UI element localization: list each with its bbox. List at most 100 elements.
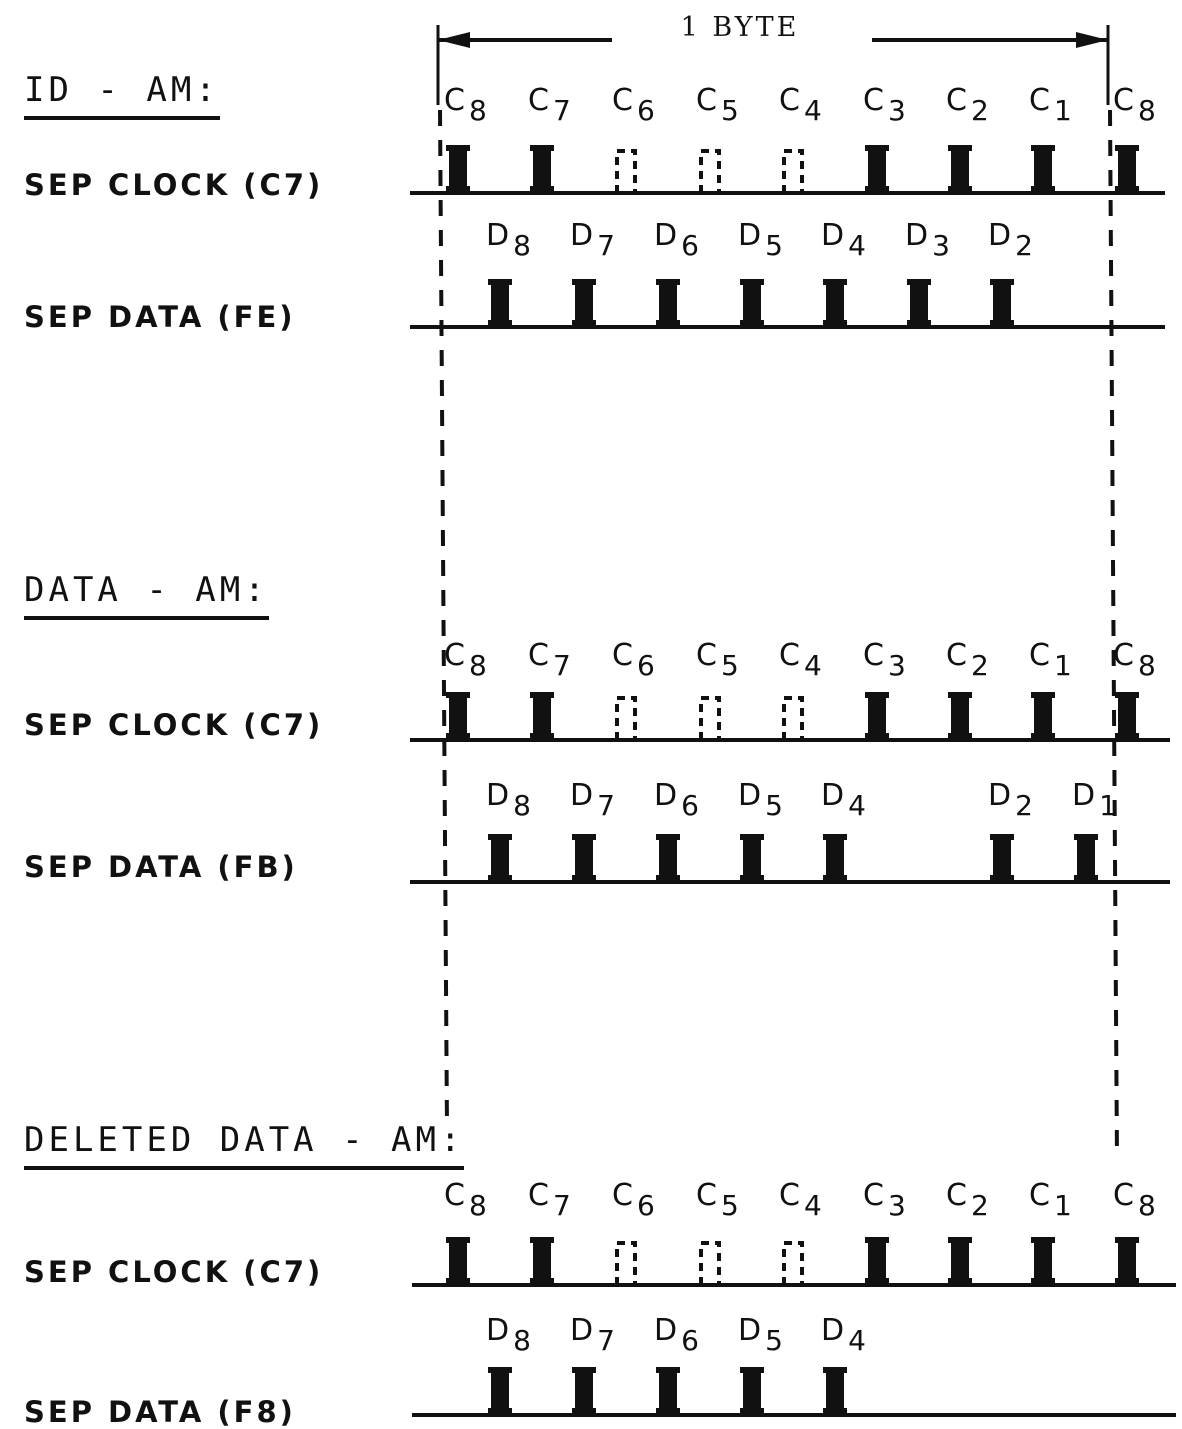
data-pulse (488, 834, 512, 882)
data-pulse (572, 1367, 596, 1415)
data-pulse (823, 1367, 847, 1415)
clock-pulse (446, 1237, 470, 1285)
clock-pulse (530, 145, 554, 193)
data-pulse (656, 1367, 680, 1415)
clock-pulse (530, 692, 554, 740)
data-pulse (572, 279, 596, 327)
data-pulse (488, 1367, 512, 1415)
clock-pulse (1031, 692, 1055, 740)
clock-pulse (865, 145, 889, 193)
clock-pulse (530, 1237, 554, 1285)
missing-clock-pulse (782, 149, 804, 193)
clock-pulse (948, 1237, 972, 1285)
data-pulse (1074, 834, 1098, 882)
clock-pulse (865, 692, 889, 740)
data-pulse (907, 279, 931, 327)
byte-label: 1 BYTE (680, 12, 800, 43)
id-am-data-label: SEP DATA (FE) (24, 300, 296, 334)
clock-pulse (1115, 145, 1139, 193)
clock-pulse (948, 145, 972, 193)
data-pulse (823, 834, 847, 882)
missing-clock-pulse (699, 149, 721, 193)
missing-clock-pulse (782, 696, 804, 740)
clock-pulse (1115, 1237, 1139, 1285)
data-pulse (823, 279, 847, 327)
data-pulse (990, 834, 1014, 882)
missing-clock-pulse (782, 1241, 804, 1285)
clock-pulse (1115, 692, 1139, 740)
byte-boundary-left (438, 109, 449, 1131)
deleted-am-data-label: SEP DATA (F8) (24, 1395, 296, 1429)
data-am-data-label: SEP DATA (FB) (24, 850, 298, 884)
clock-pulse (446, 145, 470, 193)
data-pulse (656, 279, 680, 327)
missing-clock-pulse (615, 149, 637, 193)
section-title-data-am: DATA - AM: (24, 570, 269, 620)
clock-pulse (446, 692, 470, 740)
deleted-am-clock-label: SEP CLOCK (C7) (24, 1255, 324, 1289)
data-pulse (572, 834, 596, 882)
missing-clock-pulse (615, 696, 637, 740)
data-pulse (740, 834, 764, 882)
section-title-id-am: ID - AM: (24, 70, 220, 120)
missing-clock-pulse (699, 1241, 721, 1285)
data-pulse (740, 279, 764, 327)
clock-pulse (1031, 145, 1055, 193)
byte-span-arrow (436, 25, 1110, 105)
clock-pulse (1031, 1237, 1055, 1285)
id-am-clock-label: SEP CLOCK (C7) (24, 168, 324, 202)
clock-pulse (865, 1237, 889, 1285)
clock-pulse (948, 692, 972, 740)
data-pulse (656, 834, 680, 882)
byte-boundary-right (1108, 109, 1119, 1161)
data-pulse (488, 279, 512, 327)
section-title-deleted-data-am: DELETED DATA - AM: (24, 1120, 465, 1170)
missing-clock-pulse (615, 1241, 637, 1285)
